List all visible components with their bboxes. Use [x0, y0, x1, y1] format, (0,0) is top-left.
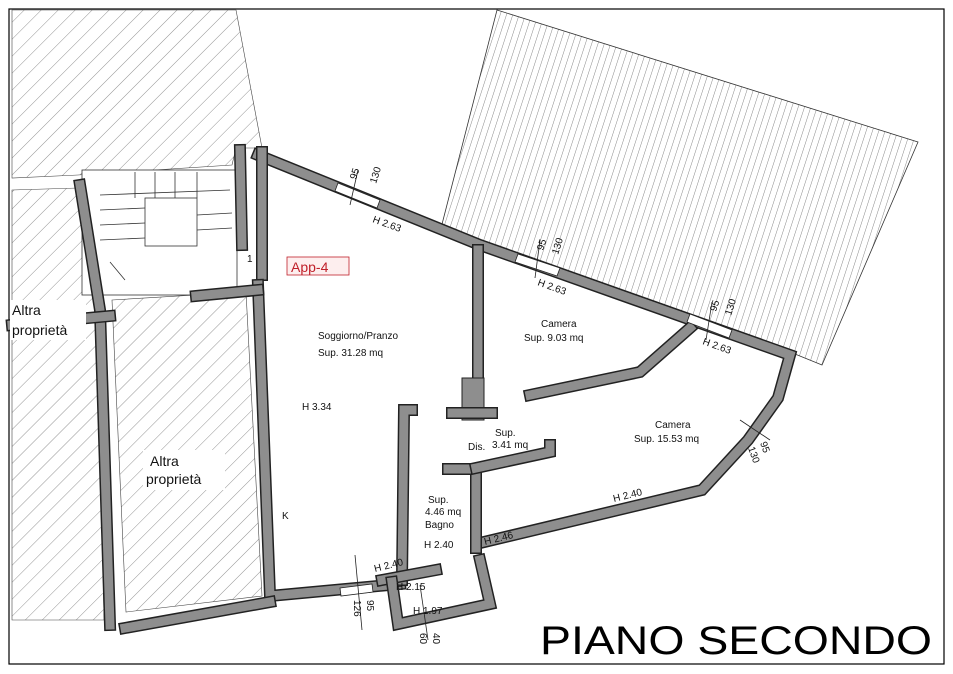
svg-text:95: 95 — [757, 440, 771, 455]
svg-text:Sup. 31.28 mq: Sup. 31.28 mq — [318, 348, 383, 359]
room-soggiorno: Soggiorno/Pranzo Sup. 31.28 mq H 3.34 K — [282, 331, 398, 522]
svg-text:95: 95 — [535, 238, 549, 252]
top-left-hatch — [11, 9, 263, 179]
neighbor-label-middle: Altra proprietà — [143, 450, 225, 490]
staircase — [81, 169, 238, 296]
svg-text:3.41 mq: 3.41 mq — [492, 440, 528, 451]
svg-text:95: 95 — [708, 299, 722, 313]
svg-text:Camera: Camera — [541, 319, 577, 330]
svg-text:40: 40 — [430, 633, 441, 645]
svg-text:Camera: Camera — [655, 420, 691, 431]
room-bagno: Sup. 4.46 mq Bagno H 2.40 — [424, 495, 461, 551]
svg-text:95: 95 — [364, 600, 375, 612]
svg-text:App-4: App-4 — [291, 259, 329, 275]
walls — [5, 143, 798, 635]
unit-tag: App-4 — [286, 256, 350, 276]
svg-text:126: 126 — [351, 600, 362, 617]
window-dimensions: 95 130 95 130 95 130 95 130 95 126 40 60 — [348, 165, 771, 644]
svg-text:Bagno: Bagno — [425, 520, 454, 531]
svg-text:proprietà: proprietà — [12, 322, 67, 338]
svg-text:proprietà: proprietà — [146, 471, 201, 487]
room-camera-1: Camera Sup. 9.03 mq — [524, 319, 583, 344]
svg-text:60: 60 — [417, 633, 428, 645]
room-camera-2: Camera Sup. 15.53 mq — [634, 420, 699, 445]
roof-terrace-hatch — [439, 9, 919, 366]
svg-text:H 2.15: H 2.15 — [396, 582, 426, 593]
svg-text:Altra: Altra — [12, 302, 41, 318]
svg-text:Sup. 15.53 mq: Sup. 15.53 mq — [634, 434, 699, 445]
svg-text:4.46 mq: 4.46 mq — [425, 507, 461, 518]
svg-text:H 1.97: H 1.97 — [413, 606, 443, 617]
svg-text:130: 130 — [550, 236, 566, 256]
stair-mark: 1 — [247, 254, 253, 265]
plan-title: PIANO SECONDO — [540, 619, 932, 663]
svg-text:130: 130 — [368, 165, 384, 185]
svg-text:95: 95 — [348, 167, 362, 181]
svg-text:130: 130 — [723, 297, 739, 317]
svg-text:Soggiorno/Pranzo: Soggiorno/Pranzo — [318, 331, 398, 342]
svg-text:Altra: Altra — [150, 453, 179, 469]
room-disimpegno: Sup. 3.41 mq Dis. — [468, 428, 528, 453]
windows — [334, 169, 771, 641]
svg-text:Dis.: Dis. — [468, 442, 485, 453]
svg-text:H 3.34: H 3.34 — [302, 402, 332, 413]
svg-text:K: K — [282, 511, 289, 522]
svg-text:Sup.: Sup. — [428, 495, 449, 506]
svg-text:Sup.: Sup. — [495, 428, 516, 439]
neighbor-label-left: Altra proprietà — [10, 300, 86, 340]
svg-text:H 2.40: H 2.40 — [424, 540, 454, 551]
svg-text:Sup. 9.03 mq: Sup. 9.03 mq — [524, 333, 583, 344]
